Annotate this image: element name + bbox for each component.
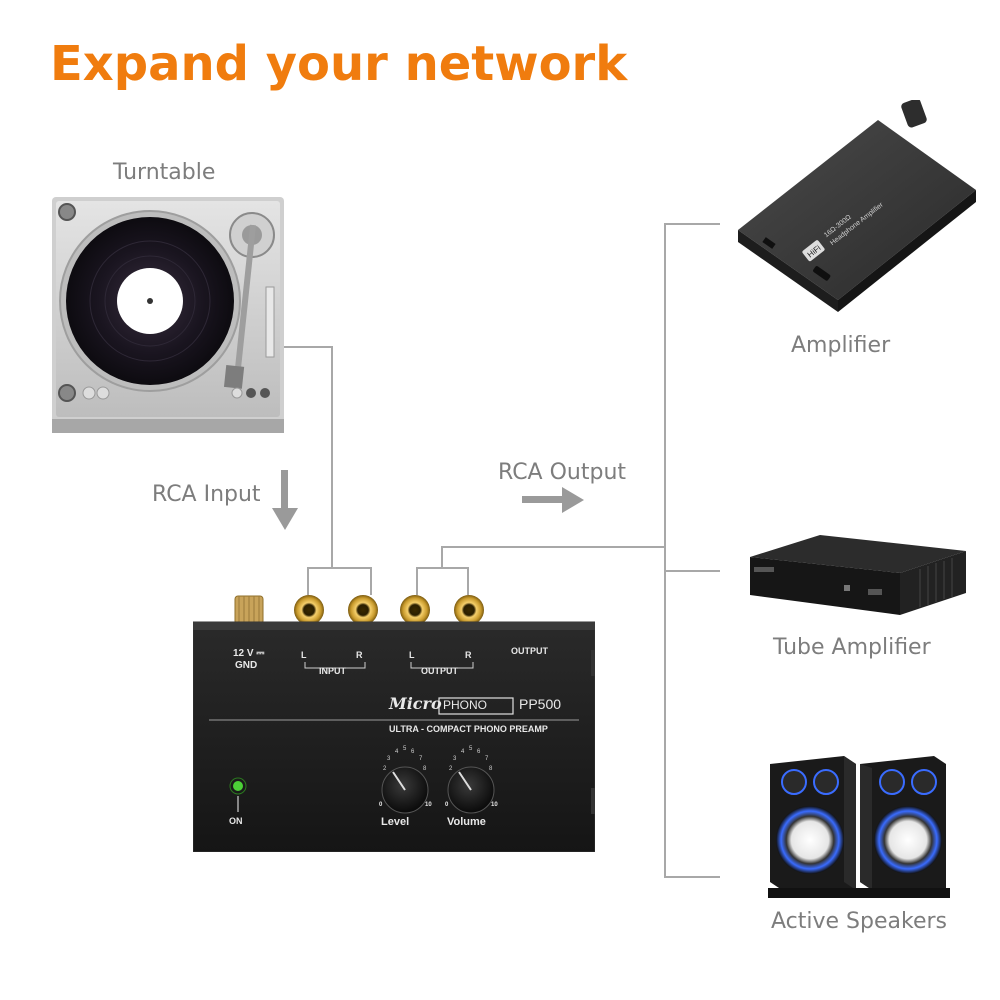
gnd-label: GND — [235, 660, 258, 671]
rca-input-label: RCA Input — [152, 482, 261, 507]
input-r-label: R — [356, 650, 363, 660]
level-min-label: 0 — [379, 802, 383, 808]
amplifier-branch — [664, 223, 720, 225]
volume-max-label: 10 — [491, 802, 498, 808]
power-label: 12 V ⎓ — [233, 648, 265, 659]
level-knob[interactable] — [382, 767, 428, 813]
output-bracket-left — [416, 567, 418, 595]
level-label: Level — [381, 816, 410, 828]
output-connector-stem — [441, 546, 443, 568]
output-bracket-right — [467, 567, 469, 595]
svg-text:2: 2 — [449, 766, 453, 772]
svg-text:4: 4 — [461, 749, 465, 755]
svg-text:6: 6 — [411, 749, 415, 755]
tube-amplifier-image — [750, 535, 966, 615]
tube-amplifier-branch — [664, 570, 720, 572]
input-bracket — [307, 567, 371, 569]
svg-text:7: 7 — [419, 756, 423, 762]
output-r-label: R — [465, 650, 472, 660]
right-arrow-stem — [522, 496, 566, 503]
turntable-label: Turntable — [113, 160, 216, 185]
output-bus-vertical — [664, 223, 666, 878]
turntable-connector-vertical — [331, 346, 333, 568]
amplifier-image: HiFi 16Ω-300Ω Headphone Amplifier — [738, 100, 976, 312]
input-bracket-right — [370, 567, 372, 595]
brand-micro: Micro — [389, 694, 442, 713]
active-speakers-image — [768, 756, 950, 898]
headline: Expand your network — [50, 36, 628, 92]
svg-text:3: 3 — [387, 756, 391, 762]
down-arrow-icon — [272, 508, 298, 530]
amplifier-label: Amplifier — [791, 333, 891, 358]
svg-text:5: 5 — [469, 746, 473, 752]
tube-amplifier-label: Tube Amplifier — [773, 635, 931, 660]
svg-text:8: 8 — [423, 766, 427, 772]
rca-output-label: RCA Output — [498, 460, 627, 485]
svg-text:3: 3 — [453, 756, 457, 762]
svg-text:8: 8 — [489, 766, 493, 772]
down-arrow-stem — [281, 470, 288, 512]
on-label[interactable]: ON — [229, 816, 243, 826]
level-max-label: 10 — [425, 802, 432, 808]
svg-text:7: 7 — [485, 756, 489, 762]
tagline: ULTRA - COMPACT PHONO PREAMP — [389, 724, 548, 734]
output-l-label: L — [409, 650, 415, 660]
model-label: PP500 — [519, 696, 562, 712]
right-arrow-icon — [562, 487, 584, 513]
turntable-connector-horizontal — [284, 346, 332, 348]
speakers-branch — [664, 876, 720, 878]
svg-text:5: 5 — [403, 746, 407, 752]
input-bracket-left — [307, 567, 309, 595]
active-speakers-label: Active Speakers — [771, 909, 947, 934]
output-connector-horizontal — [441, 546, 665, 548]
volume-min-label: 0 — [445, 802, 449, 808]
volume-knob[interactable] — [448, 767, 494, 813]
output-bracket — [416, 567, 468, 569]
brand-phono: PHONO — [443, 698, 488, 712]
svg-text:6: 6 — [477, 749, 481, 755]
svg-text:4: 4 — [395, 749, 399, 755]
turntable-image — [52, 197, 284, 433]
output-jack-label: OUTPUT — [511, 646, 548, 656]
input-l-label: L — [301, 650, 307, 660]
output-label: OUTPUT — [421, 666, 458, 676]
svg-text:2: 2 — [383, 766, 387, 772]
volume-label: Volume — [447, 816, 486, 828]
input-label: INPUT — [319, 666, 346, 676]
